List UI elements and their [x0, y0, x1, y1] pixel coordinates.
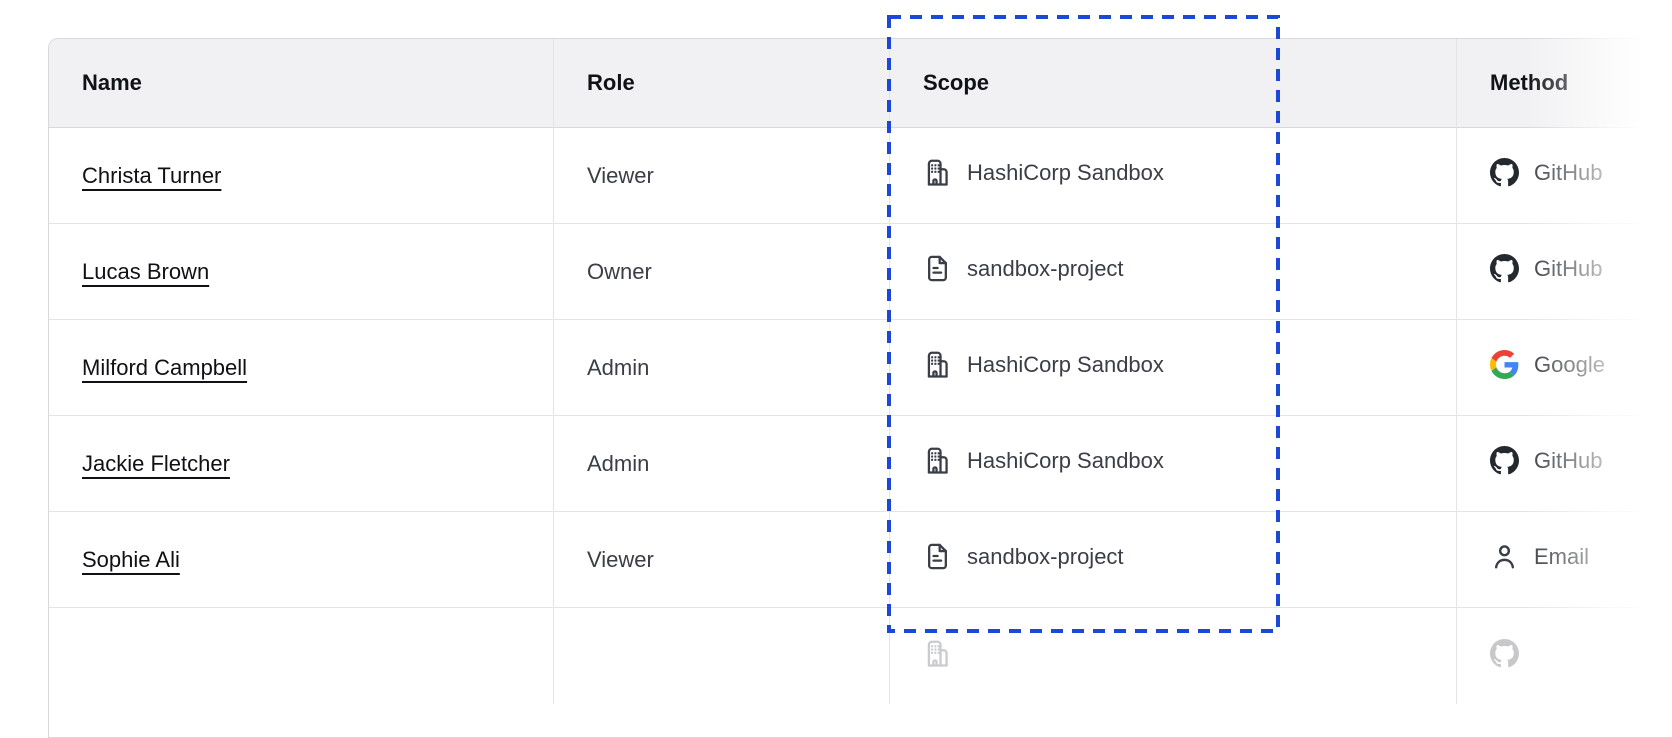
method-cell — [1457, 608, 1672, 704]
method-cell: Google — [1457, 320, 1672, 416]
role-label: Viewer — [587, 162, 654, 188]
name-cell: Sophie Ali — [49, 512, 554, 608]
github-icon — [1490, 446, 1519, 475]
method-label: Google — [1534, 351, 1605, 377]
name-cell: Christa Turner — [49, 128, 554, 224]
scope-cell: sandbox-project — [890, 224, 1457, 320]
scope-label: HashiCorp Sandbox — [967, 447, 1164, 473]
member-name-link[interactable]: Milford Campbell — [82, 354, 248, 380]
scope-cell: HashiCorp Sandbox — [890, 416, 1457, 512]
name-cell: Lucas Brown — [49, 224, 554, 320]
table-row: Jackie Fletcher Admin HashiCorp Sandbox … — [49, 416, 1672, 512]
scope-label: sandbox-project — [967, 543, 1124, 569]
role-cell: Owner — [554, 224, 890, 320]
method-cell: GitHub — [1457, 128, 1672, 224]
method-label: GitHub — [1534, 447, 1603, 473]
member-name-link[interactable]: Jackie Fletcher — [82, 450, 230, 476]
building-icon — [923, 158, 952, 187]
method-cell: GitHub — [1457, 224, 1672, 320]
building-icon — [923, 639, 952, 668]
scope-cell: HashiCorp Sandbox — [890, 128, 1457, 224]
table-header-row: Name Role Scope Method — [49, 39, 1672, 128]
role-cell: Admin — [554, 320, 890, 416]
role-cell: Viewer — [554, 128, 890, 224]
scope-label: sandbox-project — [967, 255, 1124, 281]
method-label: GitHub — [1534, 159, 1603, 185]
name-cell: Milford Campbell — [49, 320, 554, 416]
github-icon — [1490, 254, 1519, 283]
name-cell: Jackie Fletcher — [49, 416, 554, 512]
scope-label: HashiCorp Sandbox — [967, 351, 1164, 377]
method-cell: GitHub — [1457, 416, 1672, 512]
building-icon — [923, 350, 952, 379]
role-label: Admin — [587, 354, 650, 380]
method-label: GitHub — [1534, 255, 1603, 281]
google-icon — [1490, 350, 1519, 379]
role-cell — [554, 608, 890, 704]
github-icon — [1490, 639, 1519, 668]
building-icon — [923, 446, 952, 475]
scope-label: HashiCorp Sandbox — [967, 159, 1164, 185]
column-header-scope: Scope — [890, 39, 1457, 128]
table-row-partial — [49, 608, 1672, 704]
role-cell: Viewer — [554, 512, 890, 608]
role-label: Admin — [587, 450, 650, 476]
table-row: Christa Turner Viewer HashiCorp Sandbox … — [49, 128, 1672, 224]
github-icon — [1490, 158, 1519, 187]
scope-cell: sandbox-project — [890, 512, 1457, 608]
user-icon — [1490, 542, 1519, 571]
scope-cell — [890, 608, 1457, 704]
table-body: Christa Turner Viewer HashiCorp Sandbox … — [49, 128, 1672, 704]
members-table: Name Role Scope Method Christa Turner Vi… — [49, 39, 1672, 704]
table-row: Milford Campbell Admin HashiCorp Sandbox… — [49, 320, 1672, 416]
member-name-link[interactable]: Christa Turner — [82, 162, 222, 188]
table-row: Lucas Brown Owner sandbox-project GitHub — [49, 224, 1672, 320]
role-cell: Admin — [554, 416, 890, 512]
role-label: Viewer — [587, 546, 654, 572]
file-text-icon — [923, 254, 952, 283]
scope-cell: HashiCorp Sandbox — [890, 320, 1457, 416]
members-table-container: Name Role Scope Method Christa Turner Vi… — [48, 38, 1672, 738]
column-header-method: Method — [1457, 39, 1672, 128]
role-label: Owner — [587, 258, 652, 284]
file-text-icon — [923, 542, 952, 571]
table-row: Sophie Ali Viewer sandbox-project Email — [49, 512, 1672, 608]
column-header-name: Name — [49, 39, 554, 128]
member-name-link[interactable]: Sophie Ali — [82, 546, 180, 572]
name-cell — [49, 608, 554, 704]
column-header-role: Role — [554, 39, 890, 128]
member-name-link[interactable]: Lucas Brown — [82, 258, 210, 284]
method-label: Email — [1534, 543, 1590, 569]
method-cell: Email — [1457, 512, 1672, 608]
